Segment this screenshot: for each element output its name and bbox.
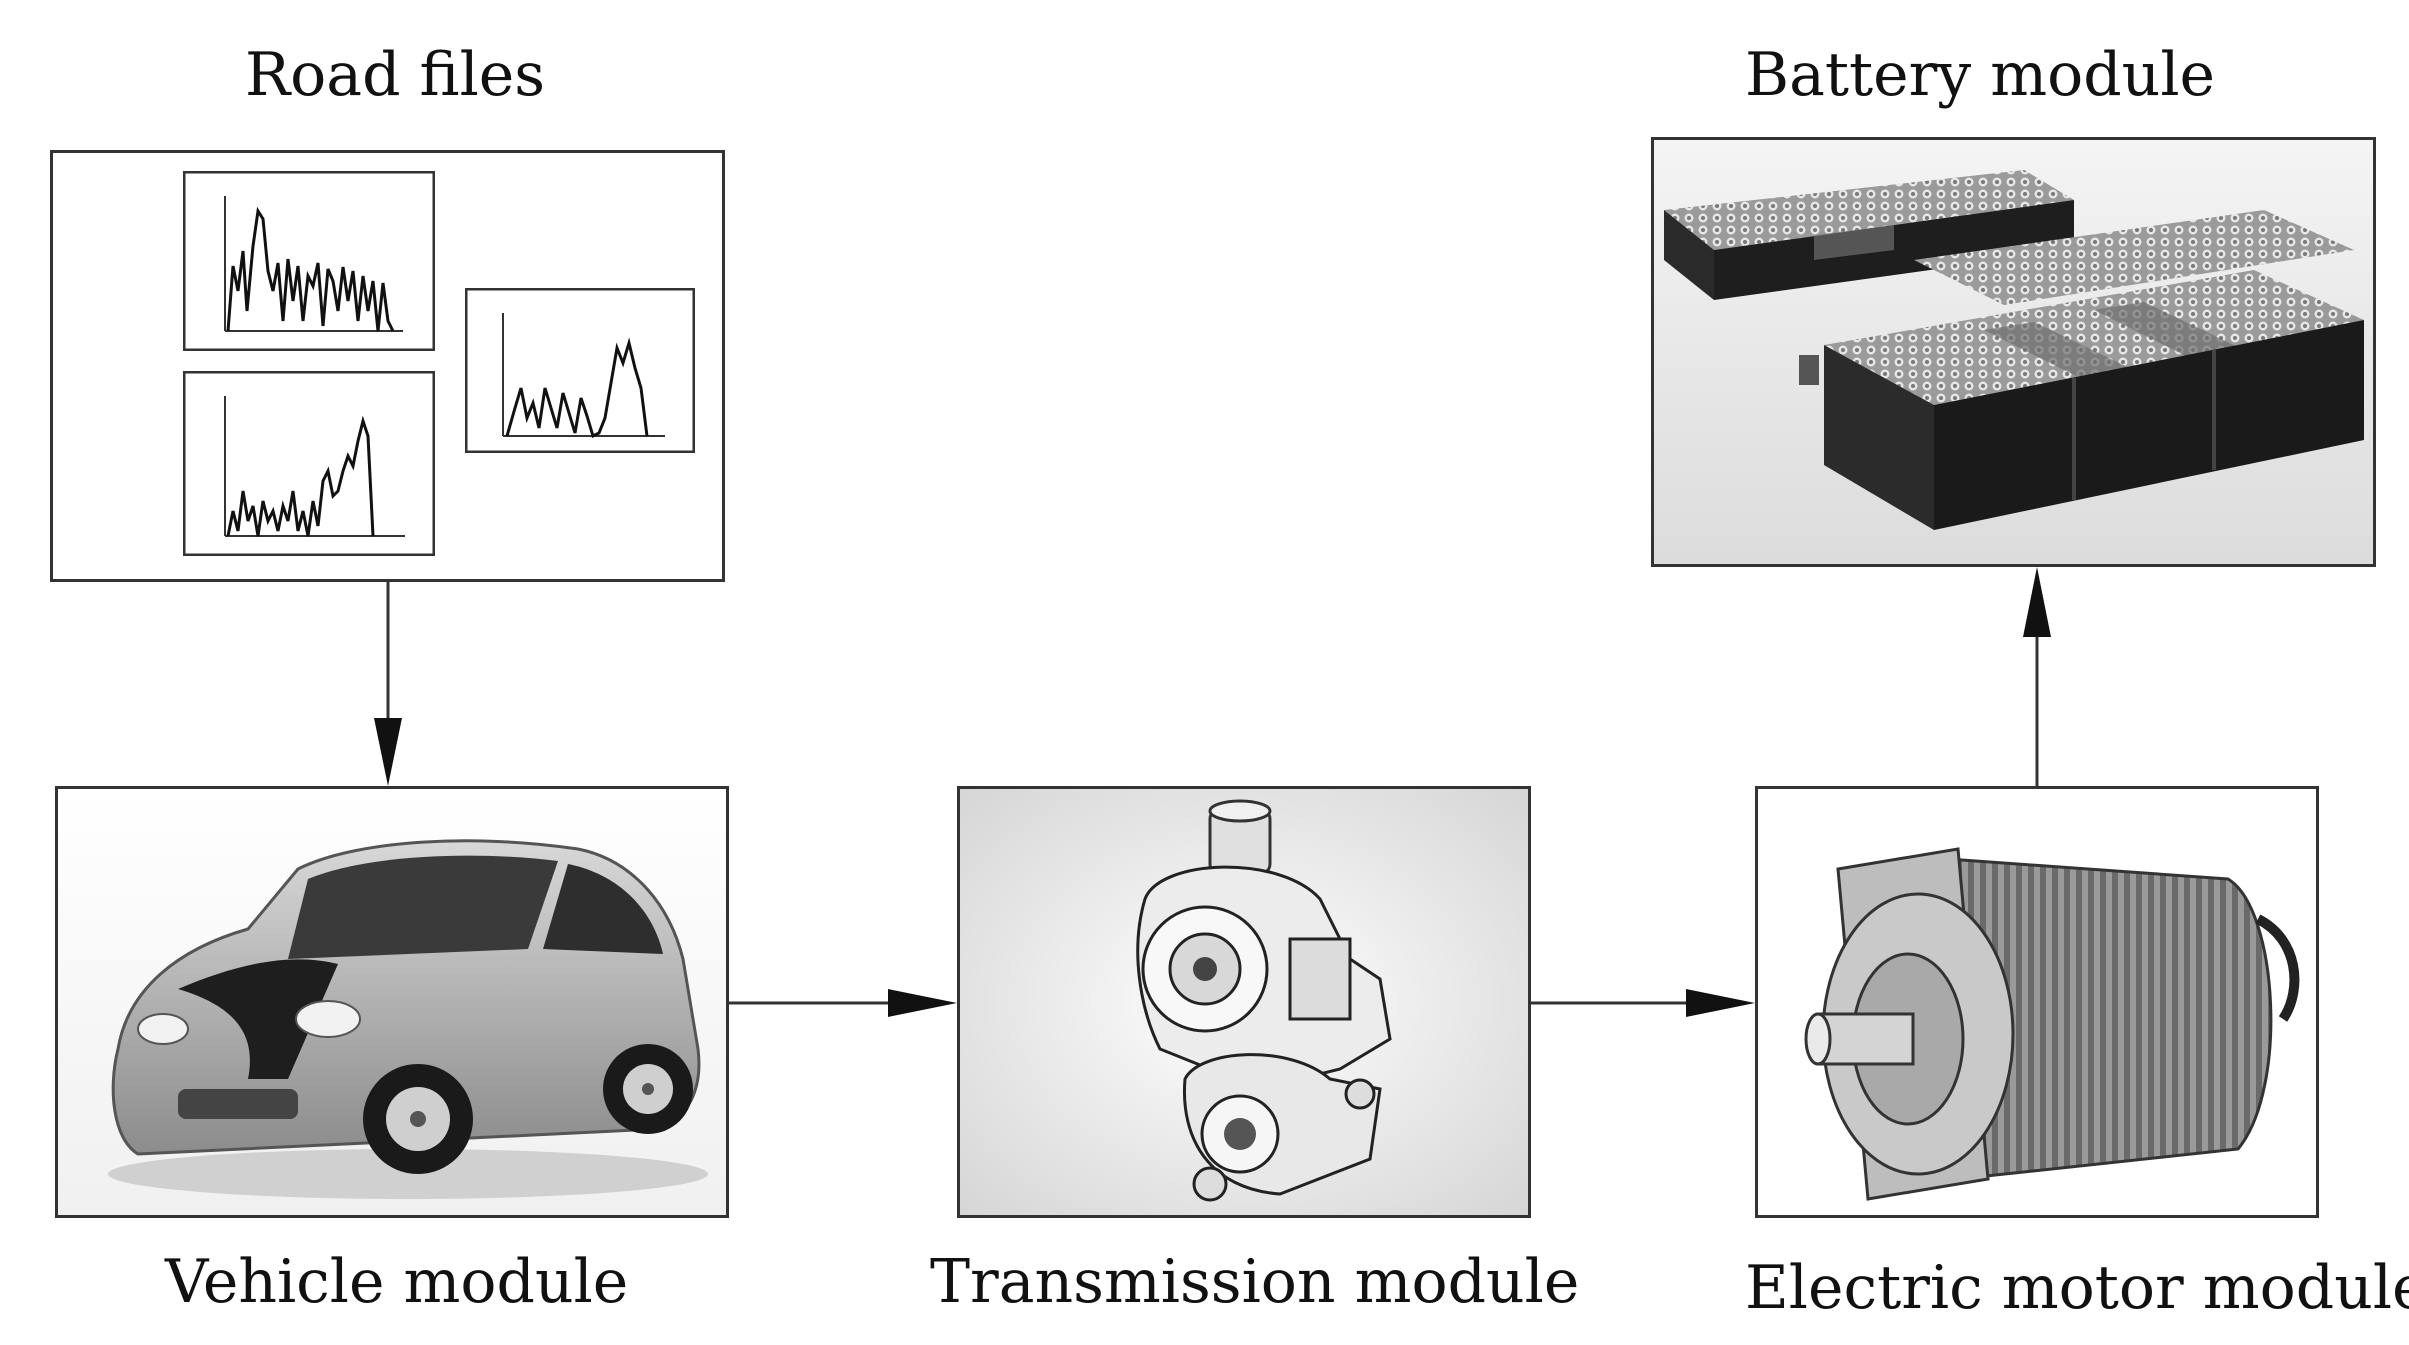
arrowhead-right-icon [1686,989,1755,1017]
electric-car-image [58,789,726,1215]
battery-module-label: Battery module [1745,40,2216,110]
transmission-gearbox-image [960,789,1528,1215]
battery-module-box [1651,137,2376,567]
vehicle-module-box [55,786,729,1218]
electric-motor-module-box [1755,786,2319,1218]
battery-pack-image [1654,140,2373,564]
road-files-label: Road files [245,40,546,110]
transmission-module-box [957,786,1531,1218]
transmission-module-label: Transmission module [930,1247,1580,1317]
arrowhead-up-icon [2023,567,2051,637]
arrowhead-down-icon [374,718,402,786]
road-profile-chart-2 [183,371,435,556]
electric-motor-module-label: Electric motor module [1745,1253,2409,1323]
road-profile-chart-3 [465,288,695,453]
vehicle-module-label: Vehicle module [165,1247,629,1317]
road-profile-chart-1 [183,171,435,351]
arrowhead-right-icon [888,989,957,1017]
road-files-box [50,150,725,582]
electric-motor-image [1758,789,2316,1215]
